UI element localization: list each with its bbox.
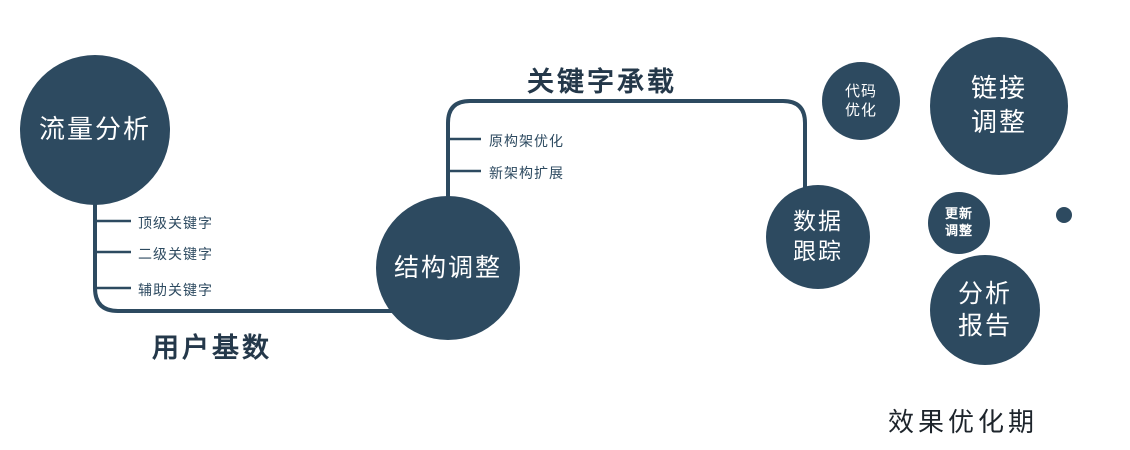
node-link-adjustment: 链接 调整	[930, 37, 1068, 175]
bullet-dot	[1056, 207, 1072, 223]
footer-caption: 效果优化期	[888, 407, 1039, 437]
node-code-optimization-line1: 代码	[844, 82, 877, 100]
node-code-optimization-line2: 优化	[844, 102, 877, 119]
node-traffic-analysis: 流量分析	[20, 55, 170, 205]
branch-label-aux-keyword: 辅助关键字	[138, 282, 213, 298]
node-data-tracking-line1: 数据	[793, 208, 843, 235]
node-update-adjustment-line2: 调整	[944, 223, 973, 238]
node-structure-adjustment: 结构调整	[376, 196, 520, 340]
node-data-tracking-line2: 跟踪	[793, 238, 843, 264]
branch-label-original-arch: 原构架优化	[489, 133, 564, 149]
node-analysis-report: 分析 报告	[930, 255, 1040, 365]
node-link-adjustment-line2: 调整	[970, 107, 1027, 137]
branch-label-new-arch: 新架构扩展	[489, 165, 564, 181]
branch-label-top-keyword: 顶级关键字	[138, 215, 213, 231]
node-structure-adjustment-label: 结构调整	[393, 253, 502, 282]
branch-label-second-keyword: 二级关键字	[138, 246, 213, 262]
edge-label-user-base: 用户基数	[152, 333, 272, 363]
node-analysis-report-line1: 分析	[957, 279, 1012, 308]
node-traffic-analysis-label: 流量分析	[38, 114, 151, 145]
node-link-adjustment-line1: 链接	[970, 73, 1027, 104]
node-update-adjustment: 更新 调整	[928, 192, 990, 254]
node-data-tracking: 数据 跟踪	[766, 185, 870, 289]
edge-label-keyword-carrying: 关键字承载	[527, 67, 677, 97]
node-code-optimization: 代码 优化	[822, 62, 900, 140]
node-analysis-report-line2: 报告	[957, 312, 1012, 340]
node-update-adjustment-line1: 更新	[944, 206, 973, 222]
